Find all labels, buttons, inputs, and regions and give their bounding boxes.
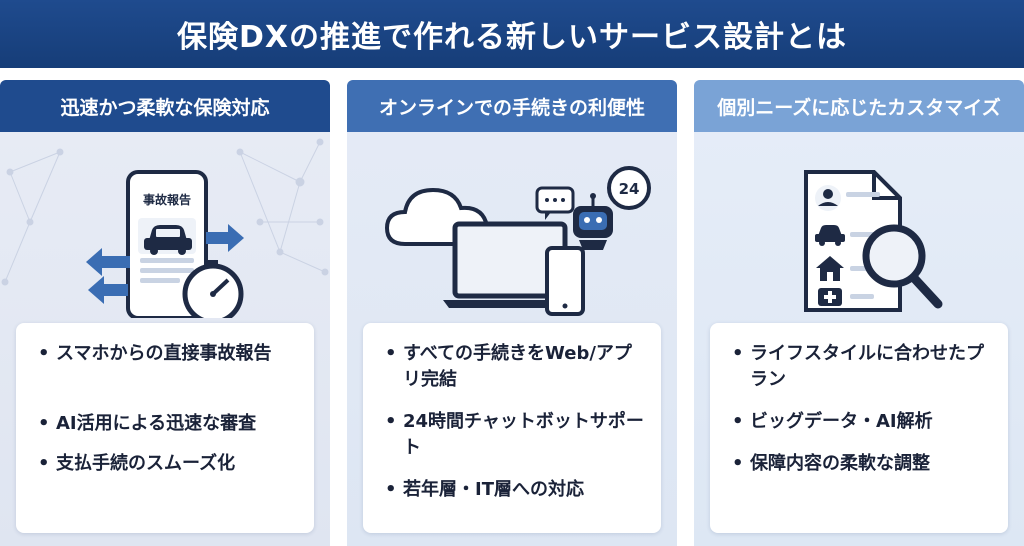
panel-heading: 個別ニーズに応じたカスタマイズ: [694, 80, 1024, 132]
bullet-card: すべての手続きをWeb/アプリ完結 24時間チャットボットサポート 若年層・IT…: [363, 323, 661, 533]
car-icon: [144, 225, 192, 255]
list-item: 保障内容の柔軟な調整: [730, 451, 994, 477]
chat-bubble-icon: [535, 186, 575, 220]
clock-24-label: 24: [619, 180, 640, 198]
clock-24-icon: [607, 166, 651, 210]
list-item: 若年層・IT層への対応: [383, 477, 647, 503]
list-item: ビッグデータ・AI解析: [730, 409, 994, 435]
list-item: 支払手続のスムーズ化: [36, 451, 300, 477]
medical-kit-icon: [818, 288, 842, 306]
panel-online-convenience: オンラインでの手続きの利便性: [347, 80, 677, 546]
panel-heading: オンラインでの手続きの利便性: [347, 80, 677, 132]
person-icon: [815, 185, 841, 211]
smartphone-icon: [545, 246, 585, 316]
arrow-left-icon: [86, 248, 130, 276]
laptop-icon: [443, 221, 577, 308]
accident-report-illustration: 事故報告: [86, 170, 244, 318]
car-icon: [815, 225, 845, 246]
list-item: 24時間チャットボットサポート: [383, 409, 647, 461]
home-icon: [816, 256, 844, 281]
chatbot-robot-icon: [573, 193, 613, 250]
panel-quick-response: 迅速かつ柔軟な保険対応 事故報告: [0, 80, 330, 546]
customization-illustration: [804, 170, 943, 312]
arrow-right-icon: [206, 224, 244, 252]
magnifier-icon: [862, 224, 943, 309]
stopwatch-icon: [182, 260, 244, 318]
panel-heading: 迅速かつ柔軟な保険対応: [0, 80, 330, 132]
panel-customization: 個別ニーズに応じたカスタマイズ: [694, 80, 1024, 546]
list-item: AI活用による迅速な審査: [36, 411, 300, 437]
online-illustration: 24: [384, 166, 651, 316]
accident-report-label: 事故報告: [143, 192, 191, 207]
list-item: すべての手続きをWeb/アプリ完結: [383, 341, 647, 393]
network-background: [1, 138, 329, 286]
bullet-card: ライフスタイルに合わせたプラン ビッグデータ・AI解析 保障内容の柔軟な調整: [710, 323, 1008, 533]
bullet-card: スマホからの直接事故報告 AI活用による迅速な審査 支払手続のスムーズ化: [16, 323, 314, 533]
arrow-left-icon-2: [88, 276, 128, 304]
page-title: 保険DXの推進で作れる新しいサービス設計とは: [176, 20, 848, 55]
list-item: スマホからの直接事故報告: [36, 341, 300, 367]
list-item: ライフスタイルに合わせたプラン: [730, 341, 994, 393]
title-banner: 保険DXの推進で作れる新しいサービス設計とは: [0, 0, 1024, 68]
